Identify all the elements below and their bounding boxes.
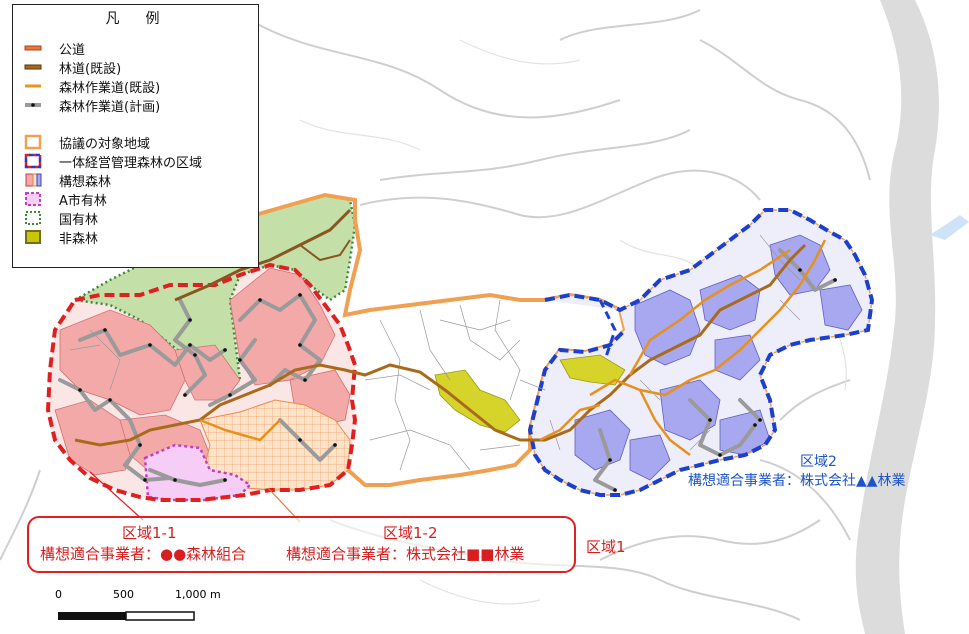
legend-label: 公道: [59, 42, 86, 58]
zone-2-boundary: [527, 208, 875, 497]
forest-road-north: [174, 208, 352, 302]
scale-label-500: 500: [113, 588, 134, 601]
legend-label: 非森林: [59, 231, 99, 247]
zone-1-1-leader: [89, 471, 144, 521]
zone-1-2-operator: 構想適合事業者：株式会社■■林業: [286, 545, 525, 563]
scale-bar: 0 500 1,000 m: [55, 588, 235, 628]
zone-1-red-boundary: [45, 262, 358, 502]
forest-road: [74, 243, 807, 447]
zone-1-1-operator: 構想適合事業者：●●森林組合: [40, 545, 247, 563]
legend-row-public-road: 公道: [23, 39, 86, 58]
planned-work-roads: [58, 248, 837, 492]
scale-label-1000: 1,000 m: [175, 588, 221, 601]
legend-row-target-area: 協議の対象地域: [23, 133, 151, 152]
river: [855, 0, 939, 634]
legend-label: 森林作業道(既設): [59, 80, 161, 96]
legend-row-forest-road: 林道(既設): [23, 58, 122, 77]
legend-row-work-road-planned: 森林作業道(計画): [23, 96, 161, 115]
public-road-swatch-icon: [24, 45, 42, 51]
national-forest-swatch-icon: [25, 211, 41, 225]
parcel-lines: [69, 234, 801, 471]
work-road-planned-swatch-icon: [25, 103, 41, 107]
zone-1-2-label: 区域1-2: [383, 524, 438, 542]
integrated-area-swatch-icon: [24, 153, 42, 169]
zone-2-inner-dash: [598, 299, 617, 361]
legend-label: A市有林: [59, 193, 107, 209]
legend-label: 一体経営管理森林の区域: [59, 155, 203, 171]
plan-forest-zone-1-1: [54, 267, 351, 476]
zone-1-callout: [27, 516, 576, 573]
map-legend: 凡 例 公道 林道(既設) 森林作業道(既設) 森林作業道(計画) 協議の対象地…: [12, 4, 259, 268]
legend-row-integrated-area: 一体経営管理森林の区域: [23, 152, 203, 171]
zone-2-label: 区域2: [800, 454, 837, 470]
legend-row-city-forest: A市有林: [23, 190, 107, 209]
legend-label: 林道(既設): [59, 61, 122, 77]
target-area-top: [254, 192, 357, 220]
city-forest-swatch-icon: [25, 192, 41, 206]
river-branch: [930, 215, 969, 240]
legend-label: 構想森林: [59, 174, 112, 190]
zone-2-operator: 構想適合事業者：株式会社▲▲林業: [688, 473, 906, 489]
legend-row-plan-forest: 構想森林: [23, 171, 112, 190]
forest-road-swatch-icon: [24, 64, 42, 70]
national-forest-area: [71, 193, 357, 382]
planned-road-dots: [78, 268, 837, 492]
target-area-swatch-icon: [24, 134, 42, 150]
legend-label: 森林作業道(計画): [59, 99, 161, 115]
non-forest-swatch-icon: [25, 230, 41, 244]
work-road-existing-swatch-icon: [25, 84, 41, 88]
scale-bar-graphic: [58, 611, 195, 621]
legend-row-national-forest: 国有林: [23, 209, 99, 228]
legend-row-non-forest: 非森林: [23, 228, 99, 247]
legend-label: 国有林: [59, 212, 99, 228]
non-forest-area: [434, 354, 626, 433]
forest-road-north-2: [299, 239, 351, 262]
zone-1-label: 区域1: [586, 538, 626, 556]
legend-row-work-road-existing: 森林作業道(既設): [23, 77, 161, 96]
legend-label: 協議の対象地域: [59, 136, 151, 152]
zone-1-1-label: 区域1-1: [122, 524, 177, 542]
scale-label-0: 0: [55, 588, 62, 601]
legend-title: 凡 例: [105, 11, 166, 27]
plan-forest-swatch-icon: [25, 173, 42, 187]
existing-work-roads: [199, 239, 827, 456]
